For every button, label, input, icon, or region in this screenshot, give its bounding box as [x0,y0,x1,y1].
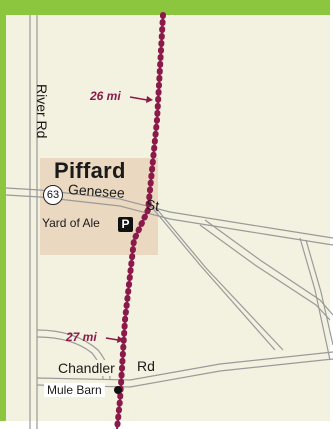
map-frame-top [0,0,333,15]
rail-trail [114,12,166,429]
piffard-town-label: Piffard [54,158,126,183]
mile-marker-27-arrow [105,336,124,343]
chandler-rd-label: Rd [135,358,157,374]
diagonal-roads [149,204,333,361]
mule-barn-marker [114,386,122,394]
river-rd-road [29,15,38,429]
mile-marker-26-label: 26 mi [90,89,121,103]
mule-barn-label: Mule Barn [44,383,105,397]
yard-of-ale-label: Yard of Ale [42,216,100,230]
map-frame-right [330,0,333,429]
chandler-label: Chandler [56,360,117,376]
river-rd-label: River Rd [34,84,50,139]
mile-marker-26-arrow [129,96,153,103]
parking-icon: P [118,217,133,232]
genesee-st-label: St [144,196,161,214]
mile-marker-27-label: 27 mi [66,330,97,344]
map-frame-left [0,0,6,429]
route-63-shield: 63 [43,185,63,205]
map-frame-bottom [0,421,333,429]
